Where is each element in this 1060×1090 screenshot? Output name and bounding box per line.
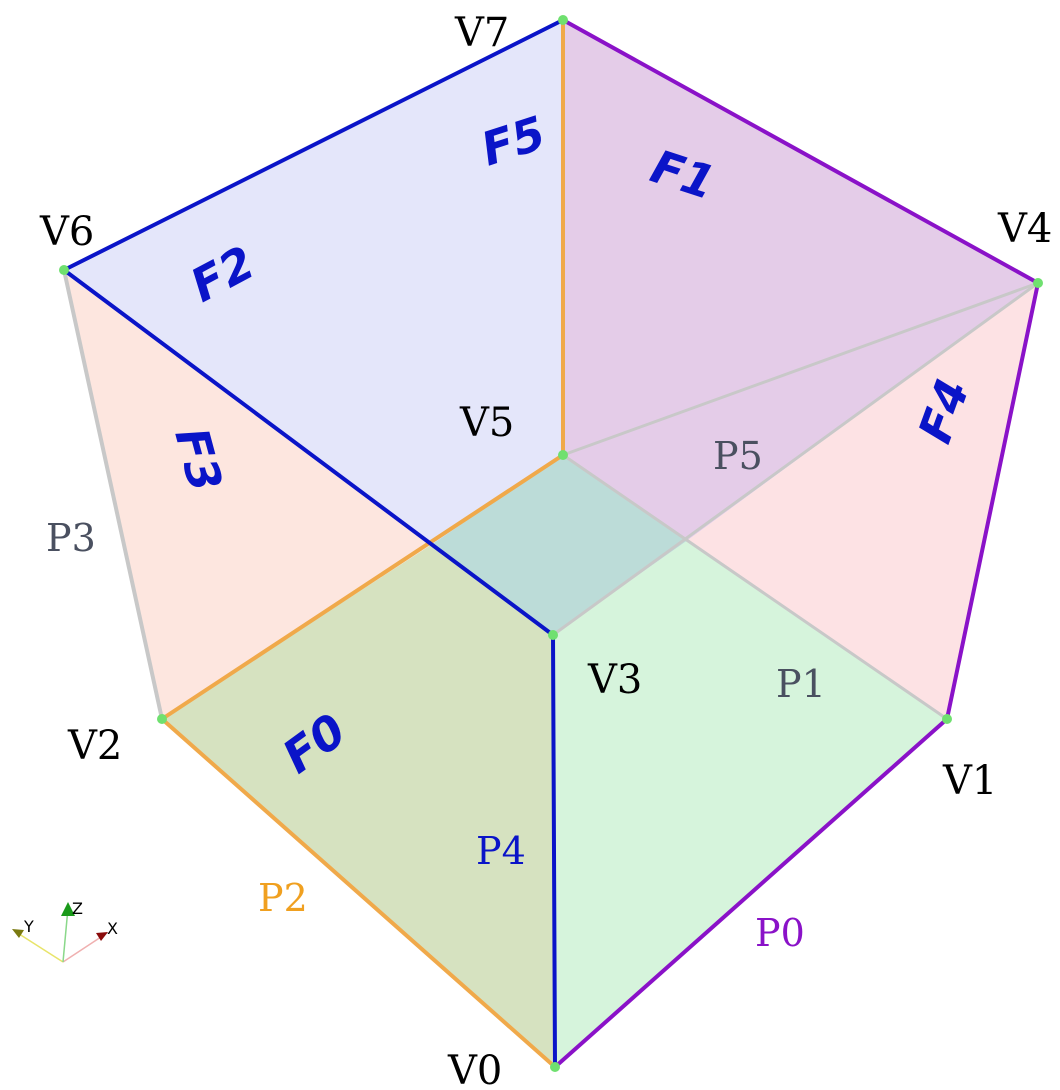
patch-label-p5: P5 (713, 434, 763, 478)
edge-v6-v7 (62, 18, 565, 272)
patch-label-p3: P3 (46, 516, 96, 560)
patch-label-p4: P4 (476, 829, 526, 873)
vertex-dot-v5 (558, 450, 568, 460)
vertex-dot-v2 (157, 714, 167, 724)
face-top-left (64, 20, 563, 635)
face-right (688, 283, 1038, 719)
vertex-label-v3: V3 (587, 657, 642, 703)
axis-z-line (62, 907, 69, 963)
axis-label-x: X (107, 919, 118, 938)
edge-v3-v4 (551, 281, 1040, 637)
axes-triad: X Y Z (12, 899, 118, 963)
patch-label-p0: P0 (755, 911, 805, 955)
vertex-label-v1: V1 (942, 758, 997, 804)
axis-x-line (62, 934, 105, 963)
vertex-label-v5: V5 (459, 400, 514, 446)
face-bottom-left (162, 545, 555, 1067)
edge-v6-v3 (62, 268, 555, 637)
vertex-dot-v6 (59, 265, 69, 275)
vertex-dot-v7 (558, 15, 568, 25)
vertex-label-v6: V6 (39, 209, 94, 255)
vertex-dot-v0 (550, 1062, 560, 1072)
axis-y-arrow-icon (12, 929, 24, 938)
axis-y-line (15, 931, 64, 963)
edge-v6-v2 (62, 268, 164, 721)
edge-v5-v2 (160, 453, 565, 721)
vertex-label-v7: V7 (454, 10, 509, 56)
vertex-dot-v4 (1033, 278, 1043, 288)
edge-v4-v1 (945, 281, 1040, 721)
edge-v7-v4 (561, 18, 1040, 285)
axis-label-y: Y (23, 917, 34, 936)
edge-v5-v1 (561, 453, 949, 721)
vertex-dot-v3 (548, 630, 558, 640)
edge-v1-v0 (553, 717, 949, 1069)
edge-v2-v0 (160, 717, 557, 1069)
axis-x-arrow-icon (96, 932, 108, 941)
vertex-label-v2: V2 (67, 723, 122, 769)
edge-v3-v0 (551, 633, 557, 1069)
axis-label-z: Z (72, 899, 83, 918)
vertex-label-v0: V0 (447, 1048, 502, 1090)
patch-label-p1: P1 (776, 662, 826, 706)
vertex-dot-v1 (942, 714, 952, 724)
edge-v5-v4 (561, 281, 1040, 457)
vertex-label-v4: V4 (997, 206, 1052, 252)
patch-label-p2: P2 (258, 876, 308, 920)
face-left (64, 270, 431, 719)
face-top-right (563, 20, 1038, 540)
face-bottom-right (553, 540, 947, 1067)
axis-z-arrow-icon (61, 902, 75, 916)
